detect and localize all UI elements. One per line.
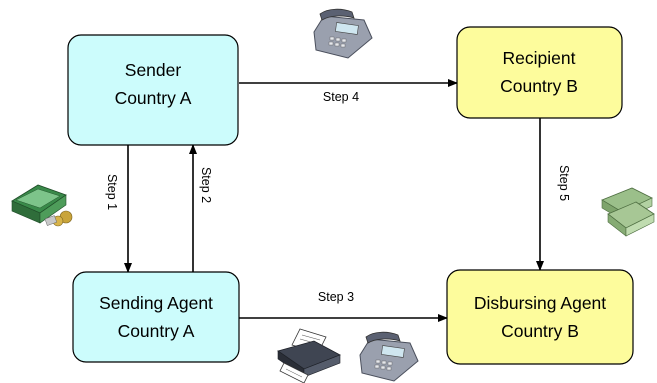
telephone-icon	[359, 331, 419, 382]
step3-label: Step 3	[318, 290, 354, 304]
telephone-icon	[313, 8, 373, 59]
sending-agent-label-line2: Country A	[118, 321, 195, 341]
step1-label: Step 1	[105, 174, 119, 210]
cash-stack-icon	[11, 184, 73, 227]
step4-label: Step 4	[323, 90, 359, 104]
disbursing-agent-node: Disbursing Agent Country B	[446, 269, 634, 365]
recipient-node: Recipient Country B	[456, 26, 623, 119]
step2-label: Step 2	[199, 167, 213, 203]
recipient-label-line2: Country B	[500, 76, 578, 96]
sender-node: Sender Country A	[67, 34, 239, 146]
sending-agent-node: Sending Agent Country A	[72, 271, 240, 363]
disbursing-agent-label-line2: Country B	[501, 321, 579, 341]
fax-machine-icon	[277, 328, 341, 383]
banknotes-icon	[601, 187, 655, 237]
sending-agent-label-line1: Sending Agent	[99, 293, 213, 313]
recipient-label-line1: Recipient	[503, 48, 576, 68]
step5-label: Step 5	[557, 165, 571, 201]
sender-label-line2: Country A	[115, 88, 192, 108]
disbursing-agent-label-line1: Disbursing Agent	[474, 293, 606, 313]
sender-label-line1: Sender	[125, 60, 182, 80]
